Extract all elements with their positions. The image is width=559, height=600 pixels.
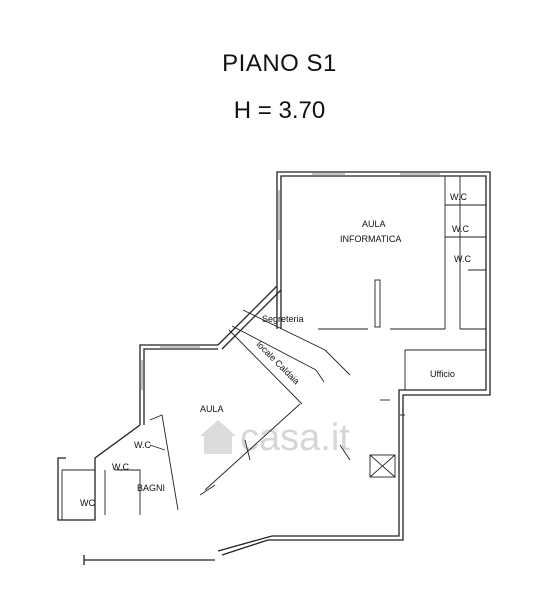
label-aula-informatica-2: INFORMATICA	[340, 234, 401, 244]
watermark: casa.it	[200, 417, 350, 459]
label-wc-4: W.C	[134, 440, 151, 450]
label-wc-2: W.C	[452, 224, 469, 234]
label-segreteria: Segreteria	[262, 314, 304, 324]
label-wc-5: W.C	[112, 462, 129, 472]
ceiling-height-label: H = 3.70	[233, 97, 326, 124]
label-aula-informatica-1: AULA	[362, 219, 386, 229]
outer-walls	[57, 171, 491, 565]
label-aula: AULA	[200, 404, 224, 414]
label-bagni: BAGNI	[137, 483, 165, 493]
label-ufficio: Ufficio	[430, 369, 455, 379]
windows	[141, 173, 440, 390]
label-wc-3: W.C	[454, 254, 471, 264]
label-wc-6: WC	[80, 498, 95, 508]
interior-walls	[104, 176, 486, 515]
house-icon	[200, 420, 236, 454]
watermark-text: casa.it	[240, 417, 350, 459]
label-wc-1: W.C	[450, 192, 467, 202]
floor-title: PIANO S1	[222, 50, 337, 77]
